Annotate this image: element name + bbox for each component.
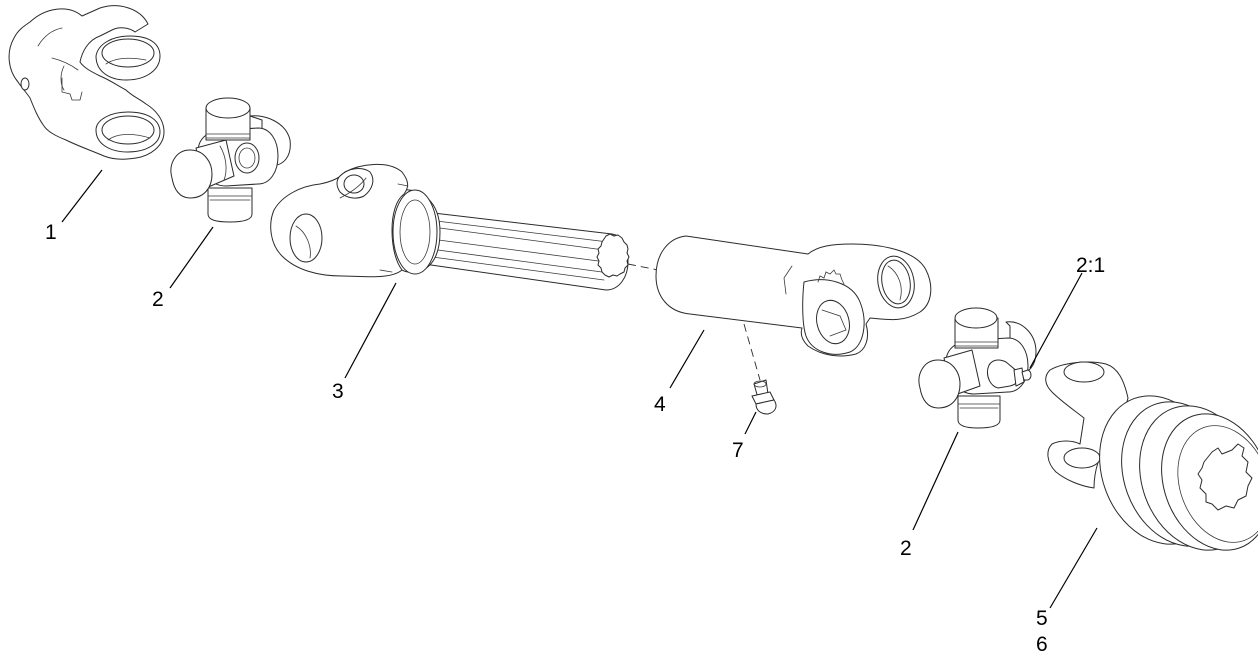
yoke-part-1[interactable] <box>8 5 165 160</box>
callout-3[interactable]: 3 <box>332 380 344 403</box>
leader-line-2a <box>169 226 214 289</box>
leader-line-7 <box>744 411 757 435</box>
grease-fitting-part-7[interactable] <box>751 379 777 415</box>
callout-4[interactable]: 4 <box>654 393 666 416</box>
leader-line-2-1 <box>1029 272 1083 369</box>
callout-2a[interactable]: 2 <box>152 288 164 311</box>
inner-shaft-part-3[interactable] <box>270 164 630 291</box>
leader-line-1 <box>61 169 103 223</box>
cross-bearing-part-2b[interactable] <box>918 307 1037 429</box>
leader-line-5-6 <box>1049 527 1098 609</box>
cross-bearing-part-2a[interactable] <box>170 97 291 223</box>
callout-6[interactable]: 6 <box>1036 633 1048 656</box>
splined-yoke-part-5[interactable] <box>1045 361 1258 567</box>
callout-2-1[interactable]: 2:1 <box>1076 254 1105 277</box>
callout-1[interactable]: 1 <box>45 221 57 244</box>
outer-tube-part-4[interactable] <box>655 235 932 357</box>
centerline-axis <box>627 263 659 271</box>
callout-2b[interactable]: 2 <box>900 537 912 560</box>
callout-7[interactable]: 7 <box>732 439 744 462</box>
leader-line-2b <box>912 431 959 531</box>
leader-line-4 <box>669 329 705 389</box>
fitting-axis <box>743 323 761 381</box>
leader-line-3 <box>344 282 397 379</box>
callout-5[interactable]: 5 <box>1036 607 1048 630</box>
